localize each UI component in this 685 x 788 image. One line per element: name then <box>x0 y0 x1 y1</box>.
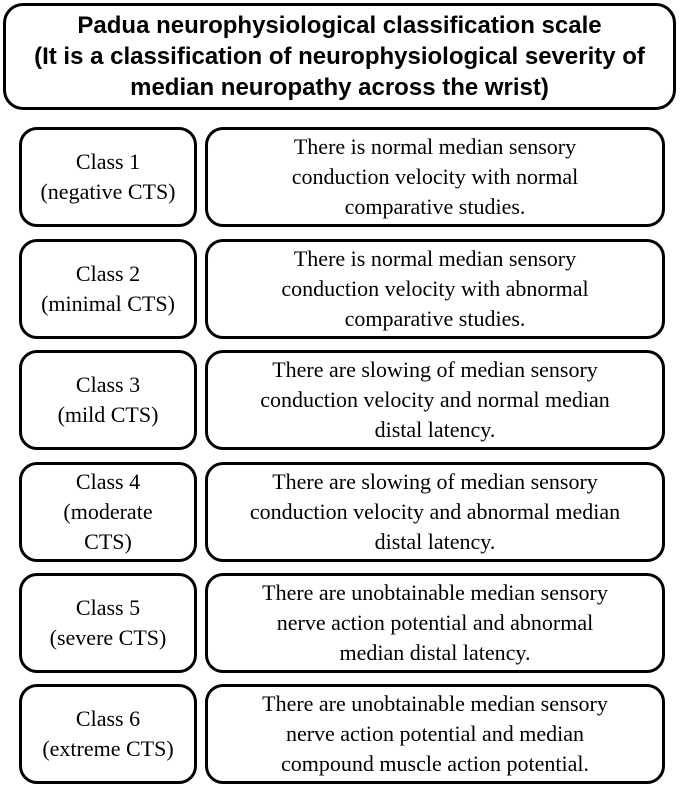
class-label-box: Class 4 (moderate CTS) <box>19 462 197 562</box>
class-description-line: comparative studies. <box>344 306 526 331</box>
class-description-line: conduction velocity with normal <box>291 164 579 189</box>
class-description-line: comparative studies. <box>344 194 526 219</box>
class-description-line: nerve action potential and abnormal <box>276 610 594 635</box>
class-label-line: Class 6 <box>75 706 141 731</box>
class-row-4: Class 4 (moderate CTS) There are slowing… <box>0 462 685 562</box>
title-line-3: median neuropathy across the wrist) <box>130 74 549 101</box>
title-box: Padua neurophysiological classification … <box>3 3 676 110</box>
class-label-line: (mild CTS) <box>57 402 159 427</box>
class-label-box: Class 3 (mild CTS) <box>19 350 197 450</box>
class-description-line: There is normal median sensory <box>293 134 577 159</box>
class-label-line: (extreme CTS) <box>42 736 174 761</box>
class-row-5: Class 5 (severe CTS) There are unobtaina… <box>0 573 685 673</box>
title-line-1: Padua neurophysiological classification … <box>77 12 602 39</box>
class-label-box: Class 1 (negative CTS) <box>19 127 197 227</box>
class-label-box: Class 5 (severe CTS) <box>19 573 197 673</box>
class-label-line: (minimal CTS) <box>41 291 175 316</box>
title-line-2: (It is a classification of neurophysiolo… <box>34 43 645 70</box>
class-description-line: There are slowing of median sensory <box>272 469 598 494</box>
class-description-box: There are slowing of median sensory cond… <box>205 462 665 562</box>
class-label-line: Class 3 <box>75 372 141 397</box>
class-description-line: compound muscle action potential. <box>281 751 589 776</box>
class-row-3: Class 3 (mild CTS) There are slowing of … <box>0 350 685 450</box>
class-description-line: There are unobtainable median sensory <box>262 691 608 716</box>
class-description-line: There is normal median sensory <box>293 246 577 271</box>
class-label-box: Class 6 (extreme CTS) <box>19 684 197 784</box>
class-label-line: CTS) <box>84 529 132 554</box>
class-description-box: There are unobtainable median sensory ne… <box>205 684 665 784</box>
class-label-line: Class 1 <box>75 149 141 174</box>
class-label-line: Class 2 <box>75 261 141 286</box>
class-row-2: Class 2 (minimal CTS) There is normal me… <box>0 239 685 339</box>
class-description-line: There are slowing of median sensory <box>272 357 598 382</box>
class-description-line: There are unobtainable median sensory <box>262 580 608 605</box>
class-description-line: conduction velocity and normal median <box>260 387 610 412</box>
class-label-line: (moderate <box>63 499 153 524</box>
class-description-line: conduction velocity and abnormal median <box>249 499 621 524</box>
class-description-line: conduction velocity with abnormal <box>281 276 589 301</box>
class-label-line: Class 5 <box>75 595 141 620</box>
class-label-line: (severe CTS) <box>49 625 167 650</box>
class-row-6: Class 6 (extreme CTS) There are unobtain… <box>0 684 685 784</box>
class-label-box: Class 2 (minimal CTS) <box>19 239 197 339</box>
class-label-line: (negative CTS) <box>40 179 176 204</box>
class-description-line: distal latency. <box>374 417 496 442</box>
class-description-line: nerve action potential and median <box>285 721 585 746</box>
class-description-box: There are slowing of median sensory cond… <box>205 350 665 450</box>
class-row-1: Class 1 (negative CTS) There is normal m… <box>0 127 685 227</box>
class-description-line: median distal latency. <box>339 640 531 665</box>
class-description-box: There is normal median sensory conductio… <box>205 239 665 339</box>
class-label-line: Class 4 <box>75 469 141 494</box>
class-description-box: There is normal median sensory conductio… <box>205 127 665 227</box>
class-description-line: distal latency. <box>374 529 496 554</box>
class-description-box: There are unobtainable median sensory ne… <box>205 573 665 673</box>
